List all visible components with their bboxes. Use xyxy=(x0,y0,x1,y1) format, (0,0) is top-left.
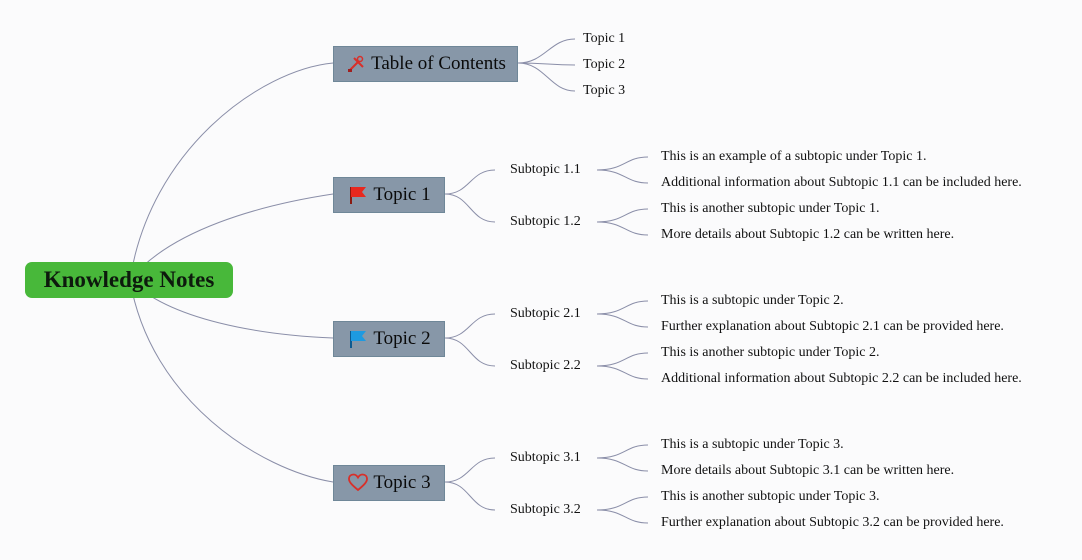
connector-sub21-note1 xyxy=(596,300,649,315)
subtopic-3-1[interactable]: Subtopic 3.1 xyxy=(510,450,581,465)
connector-sub32-note2 xyxy=(596,509,649,524)
note-2-2-a[interactable]: This is another subtopic under Topic 2. xyxy=(661,345,880,360)
subtopic-1-1[interactable]: Subtopic 1.1 xyxy=(510,162,581,177)
blue-flag-icon xyxy=(347,328,369,350)
heart-icon xyxy=(347,472,369,494)
note-1-1-b[interactable]: Additional information about Subtopic 1.… xyxy=(661,175,1022,190)
subtopic-3-2[interactable]: Subtopic 3.2 xyxy=(510,502,581,517)
topic-3-node[interactable]: Topic 3 xyxy=(333,465,445,501)
toc-item-2[interactable]: Topic 2 xyxy=(583,57,626,72)
topic-1-node[interactable]: Topic 1 xyxy=(333,177,445,213)
topic-2-label: Topic 2 xyxy=(373,328,431,349)
connector-sub12-note1 xyxy=(596,208,649,223)
note-2-1-b[interactable]: Further explanation about Subtopic 2.1 c… xyxy=(661,319,1004,334)
connector-topic2-sub2 xyxy=(444,337,496,367)
connector-topic3-sub1 xyxy=(444,457,496,483)
connector-topic3-sub2 xyxy=(444,481,496,511)
connector-toc-item-3 xyxy=(517,62,576,92)
connector-topic1-sub1 xyxy=(444,169,496,195)
note-2-1-a[interactable]: This is a subtopic under Topic 2. xyxy=(661,293,844,308)
connector-topic1-sub2 xyxy=(444,193,496,223)
connector-sub32-note1 xyxy=(596,496,649,511)
toc-node[interactable]: Table of Contents xyxy=(333,46,518,82)
root-node[interactable]: Knowledge Notes xyxy=(25,262,233,298)
note-2-2-b[interactable]: Additional information about Subtopic 2.… xyxy=(661,371,1022,386)
root-label: Knowledge Notes xyxy=(43,267,215,292)
note-3-2-b[interactable]: Further explanation about Subtopic 3.2 c… xyxy=(661,515,1004,530)
topic-3-label: Topic 3 xyxy=(373,472,431,493)
connector-sub22-note2 xyxy=(596,365,649,380)
connector-toc-item-1 xyxy=(517,38,576,64)
subtopic-2-1[interactable]: Subtopic 2.1 xyxy=(510,306,581,321)
connector-topic2-sub1 xyxy=(444,313,496,339)
connector-sub11-note1 xyxy=(596,156,649,171)
topic-2-node[interactable]: Topic 2 xyxy=(333,321,445,357)
connector-sub31-note1 xyxy=(596,444,649,459)
topic-1-label: Topic 1 xyxy=(373,184,431,205)
connector-root-topic3 xyxy=(129,279,334,483)
note-3-2-a[interactable]: This is another subtopic under Topic 3. xyxy=(661,489,880,504)
note-3-1-a[interactable]: This is a subtopic under Topic 3. xyxy=(661,437,844,452)
subtopic-1-2[interactable]: Subtopic 1.2 xyxy=(510,214,581,229)
connector-root-toc xyxy=(129,62,334,281)
toc-item-3[interactable]: Topic 3 xyxy=(583,83,626,98)
toc-item-1[interactable]: Topic 1 xyxy=(583,31,626,46)
toc-label: Table of Contents xyxy=(371,53,506,74)
note-3-1-b[interactable]: More details about Subtopic 3.1 can be w… xyxy=(661,463,955,478)
connector-sub31-note2 xyxy=(596,457,649,472)
connector-sub12-note2 xyxy=(596,221,649,236)
connector-sub21-note2 xyxy=(596,313,649,328)
note-1-2-b[interactable]: More details about Subtopic 1.2 can be w… xyxy=(661,227,955,242)
note-1-1-a[interactable]: This is an example of a subtopic under T… xyxy=(661,149,927,164)
connector-sub11-note2 xyxy=(596,169,649,184)
note-1-2-a[interactable]: This is another subtopic under Topic 1. xyxy=(661,201,880,216)
connector-sub22-note1 xyxy=(596,352,649,367)
subtopic-2-2[interactable]: Subtopic 2.2 xyxy=(510,358,581,373)
tools-icon xyxy=(345,53,367,75)
red-flag-icon xyxy=(347,184,369,206)
